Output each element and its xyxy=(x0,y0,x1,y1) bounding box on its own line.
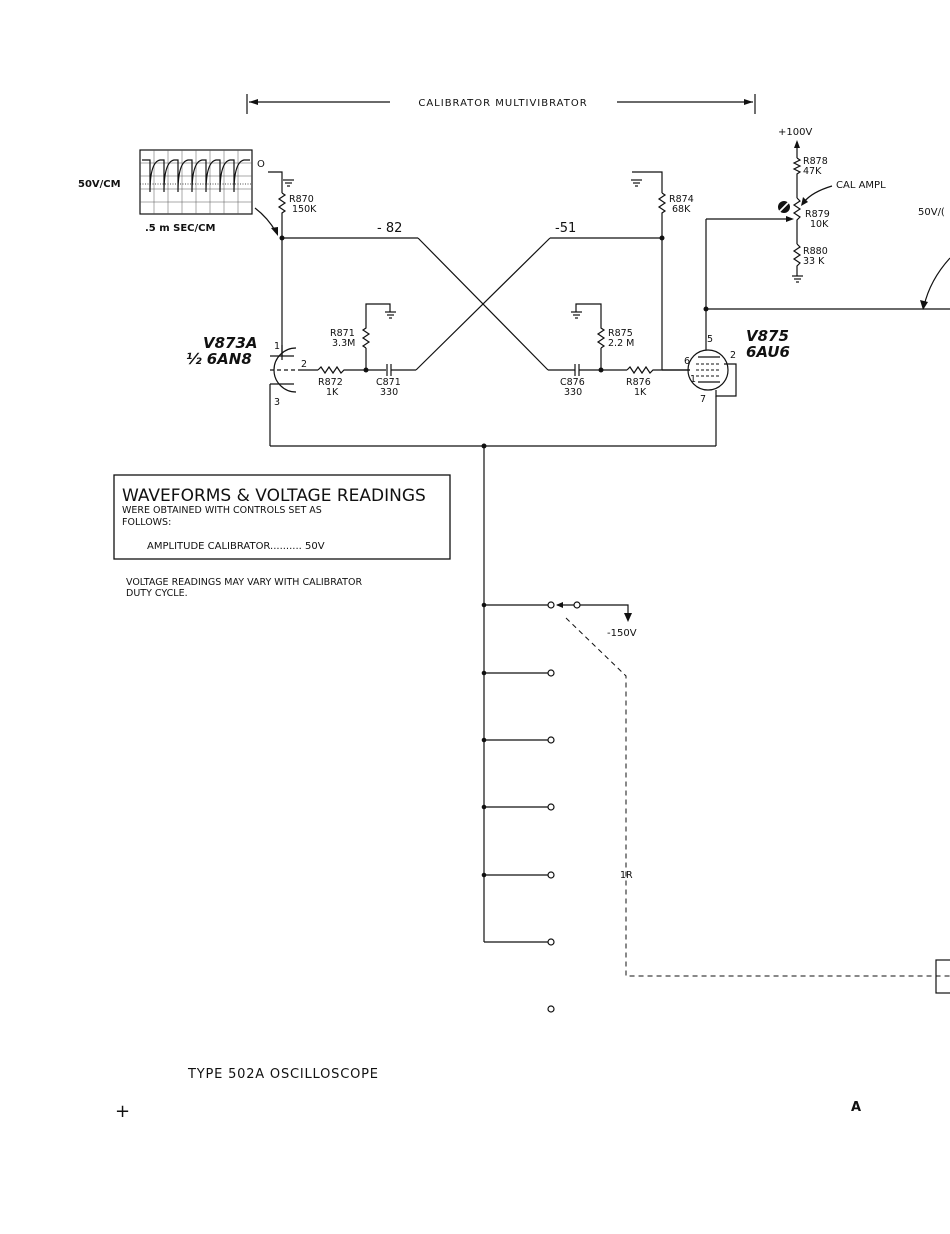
r871-value: 3.3M xyxy=(332,338,355,349)
range-switch: -150V 1R xyxy=(481,446,950,1013)
r876-value: 1K xyxy=(634,387,647,398)
switch-label: 1R xyxy=(620,870,633,881)
v873a-ref: V873A xyxy=(203,334,258,352)
header-dimension: CALIBRATOR MULTIVIBRATOR xyxy=(246,94,756,114)
r878-ref: R878 xyxy=(803,156,828,167)
r878-symbol xyxy=(792,157,802,198)
r872-ref: R872 xyxy=(318,377,343,388)
cross-wire-b xyxy=(415,237,551,371)
c876-ref: C876 xyxy=(560,377,585,388)
inset-waveform xyxy=(142,159,250,193)
r871-ref: R871 xyxy=(330,328,355,339)
v873a-pin-3: 3 xyxy=(274,397,280,408)
r875-ref: R875 xyxy=(608,328,633,339)
header-title: CALIBRATOR MULTIVIBRATOR xyxy=(418,98,587,109)
node-right-plate: -51 xyxy=(555,221,576,236)
r876-ref: R876 xyxy=(626,377,651,388)
inset-grid xyxy=(140,150,252,214)
v875-pin-7: 7 xyxy=(700,394,706,405)
v875-pin-5: 5 xyxy=(707,334,713,345)
cal-ampl-network: +100V R878 47K R879 10K CAL AMPL R880 33… xyxy=(703,127,950,312)
c876-value: 330 xyxy=(564,387,582,398)
r870-ref: R870 xyxy=(289,194,314,205)
r880-ref: R880 xyxy=(803,246,828,257)
notes-line-2: FOLLOWS: xyxy=(122,517,171,528)
v873a-pin-2: 2 xyxy=(301,359,307,370)
note-line-2: DUTY CYCLE. xyxy=(126,588,188,599)
left-plate-circuit: R870 150K - 82 xyxy=(268,171,418,345)
inset-time-label: .5 m SEC/CM xyxy=(145,223,216,234)
r874-value: 68K xyxy=(672,204,691,215)
r875-symbol xyxy=(575,303,606,349)
inset-zero-label: O xyxy=(257,159,265,170)
v875-ref: V875 xyxy=(746,327,789,345)
r876-symbol xyxy=(626,365,690,375)
r878-value: 47K xyxy=(803,166,822,177)
r880-value: 33 K xyxy=(803,256,825,267)
r870-symbol xyxy=(277,192,287,238)
footer-title: TYPE 502A OSCILLOSCOPE xyxy=(187,1067,379,1082)
notes-title: WAVEFORMS & VOLTAGE READINGS xyxy=(122,486,426,506)
c871-value: 330 xyxy=(380,387,398,398)
r880-symbol xyxy=(792,243,802,276)
inset-volts-label: 50V/CM xyxy=(78,179,121,190)
r874-symbol xyxy=(657,192,667,238)
v875-pin-1: 1 xyxy=(690,374,696,385)
cal-ampl-label: CAL AMPL xyxy=(836,180,886,191)
r871-symbol xyxy=(361,303,391,349)
r872-symbol xyxy=(317,365,386,375)
right-volts-label: 50V/( xyxy=(918,207,945,218)
tube-v875: V875 6AU6 5 6 1 2 7 xyxy=(684,238,790,446)
r879-symbol xyxy=(792,197,802,244)
registration-mark: + xyxy=(115,1101,130,1122)
r870-value: 150K xyxy=(292,204,317,215)
v875-pin-6: 6 xyxy=(684,356,690,367)
r872-value: 1K xyxy=(326,387,339,398)
supply-pos-label: +100V xyxy=(778,127,812,138)
note-line-1: VOLTAGE READINGS MAY VARY WITH CALIBRATO… xyxy=(126,577,362,588)
tube-v873a: V873A ½ 6AN8 1 2 3 xyxy=(186,334,307,446)
r875-value: 2.2 M xyxy=(608,338,634,349)
v875-pin-2: 2 xyxy=(730,350,736,361)
r879-value: 10K xyxy=(810,219,829,230)
right-grid-network: C876 330 R875 2.2 M R876 1K xyxy=(548,303,690,398)
v873a-pin-1: 1 xyxy=(274,341,280,352)
scope-inset: 50V/CM O .5 m SEC/CM xyxy=(78,149,278,236)
notes-box: WAVEFORMS & VOLTAGE READINGS WERE OBTAIN… xyxy=(113,474,451,560)
v873a-type: ½ 6AN8 xyxy=(186,350,252,368)
r879-ref: R879 xyxy=(805,209,830,220)
switch-linkage xyxy=(565,617,950,977)
notes-line-1: WERE OBTAINED WITH CONTROLS SET AS xyxy=(122,505,322,516)
footer-sheet-letter: A xyxy=(851,1100,861,1115)
supply-neg-label: -150V xyxy=(607,628,637,639)
node-left-plate: - 82 xyxy=(377,221,402,236)
v875-type: 6AU6 xyxy=(746,343,790,361)
notes-setting: AMPLITUDE CALIBRATOR.......... 50V xyxy=(147,541,325,552)
left-grid-network: R872 1K R871 3.3M C871 330 xyxy=(281,303,416,398)
c871-ref: C871 xyxy=(376,377,401,388)
r874-ref: R874 xyxy=(669,194,694,205)
